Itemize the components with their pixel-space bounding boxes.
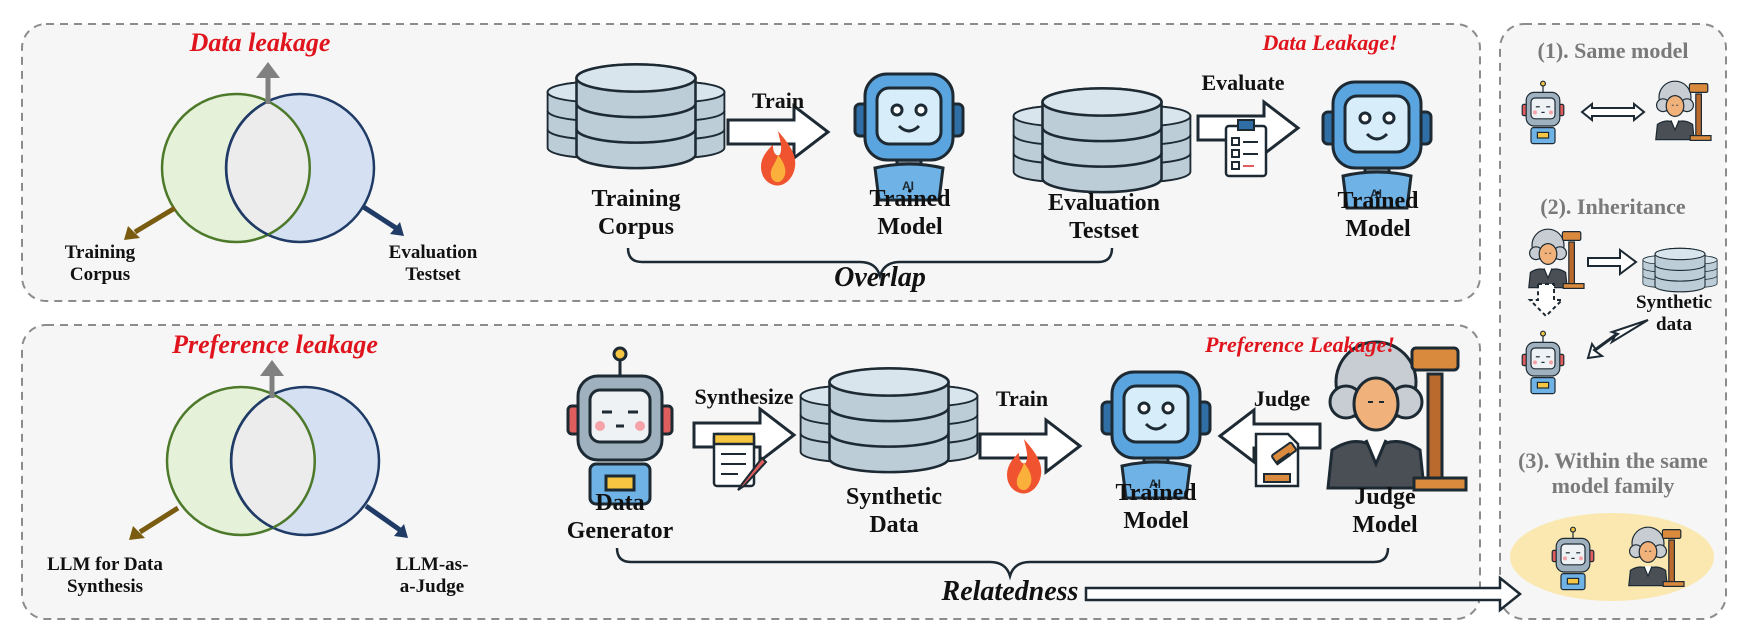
relatedness-arrow (1084, 575, 1523, 613)
preference-leakage-venn (129, 360, 408, 540)
step-data-generator: Data Generator (566, 490, 674, 544)
same-family-row (1510, 513, 1714, 601)
case-inheritance: (2). Inheritance (1540, 194, 1686, 219)
preference-leakage-title: Preference leakage (172, 330, 378, 359)
preference-leakage-alert: Preference Leakage! (1205, 332, 1395, 357)
venn-right-label-2: LLM-as-a-Judge (395, 554, 469, 597)
arrow-train-label-2: Train (995, 386, 1049, 411)
relatedness-label: Relatedness (941, 576, 1079, 607)
data-leakage-venn (124, 62, 404, 244)
checklist-icon (1224, 118, 1268, 178)
step-trained-model: Trained Model (869, 186, 951, 240)
same-model-row (1521, 80, 1712, 145)
data-leakage-alert: Data Leakage! (1262, 30, 1398, 55)
arrow-judge-label: Judge (1253, 386, 1311, 411)
gavel-document-icon (1254, 432, 1300, 488)
venn-left-label: Training Corpus (64, 242, 136, 285)
arrow-train-label: Train (751, 88, 805, 113)
synthetic-data-label: Synthetic data (1636, 292, 1712, 335)
data-leakage-title: Data leakage (189, 28, 331, 57)
step-judge-model: Judge Model (1352, 484, 1418, 538)
arrow-synthesize-label: Synthesize (694, 384, 794, 409)
overlap-brace (626, 247, 1114, 281)
arrow-evaluate-label: Evaluate (1201, 70, 1285, 95)
step-synthetic-data: Synthetic Data (846, 484, 942, 538)
case-same-family: (3). Within the same model family (1518, 448, 1708, 499)
step-trained-model-3: Trained Model (1115, 480, 1197, 534)
venn-right-label: Evaluation Testset (388, 242, 478, 285)
relatedness-brace (615, 547, 1390, 581)
overlap-label: Overlap (834, 262, 926, 293)
venn-left-label-2: LLM for Data Synthesis (47, 554, 163, 597)
relatedness-cases-panel (1499, 23, 1727, 620)
step-training-corpus: Training Corpus (591, 186, 681, 240)
step-trained-model-2: Trained Model (1337, 188, 1419, 242)
inheritance-row (1521, 228, 1717, 395)
step-evaluation-testset: Evaluation Testset (1047, 190, 1161, 244)
case-same-model: (1). Same model (1537, 38, 1689, 63)
